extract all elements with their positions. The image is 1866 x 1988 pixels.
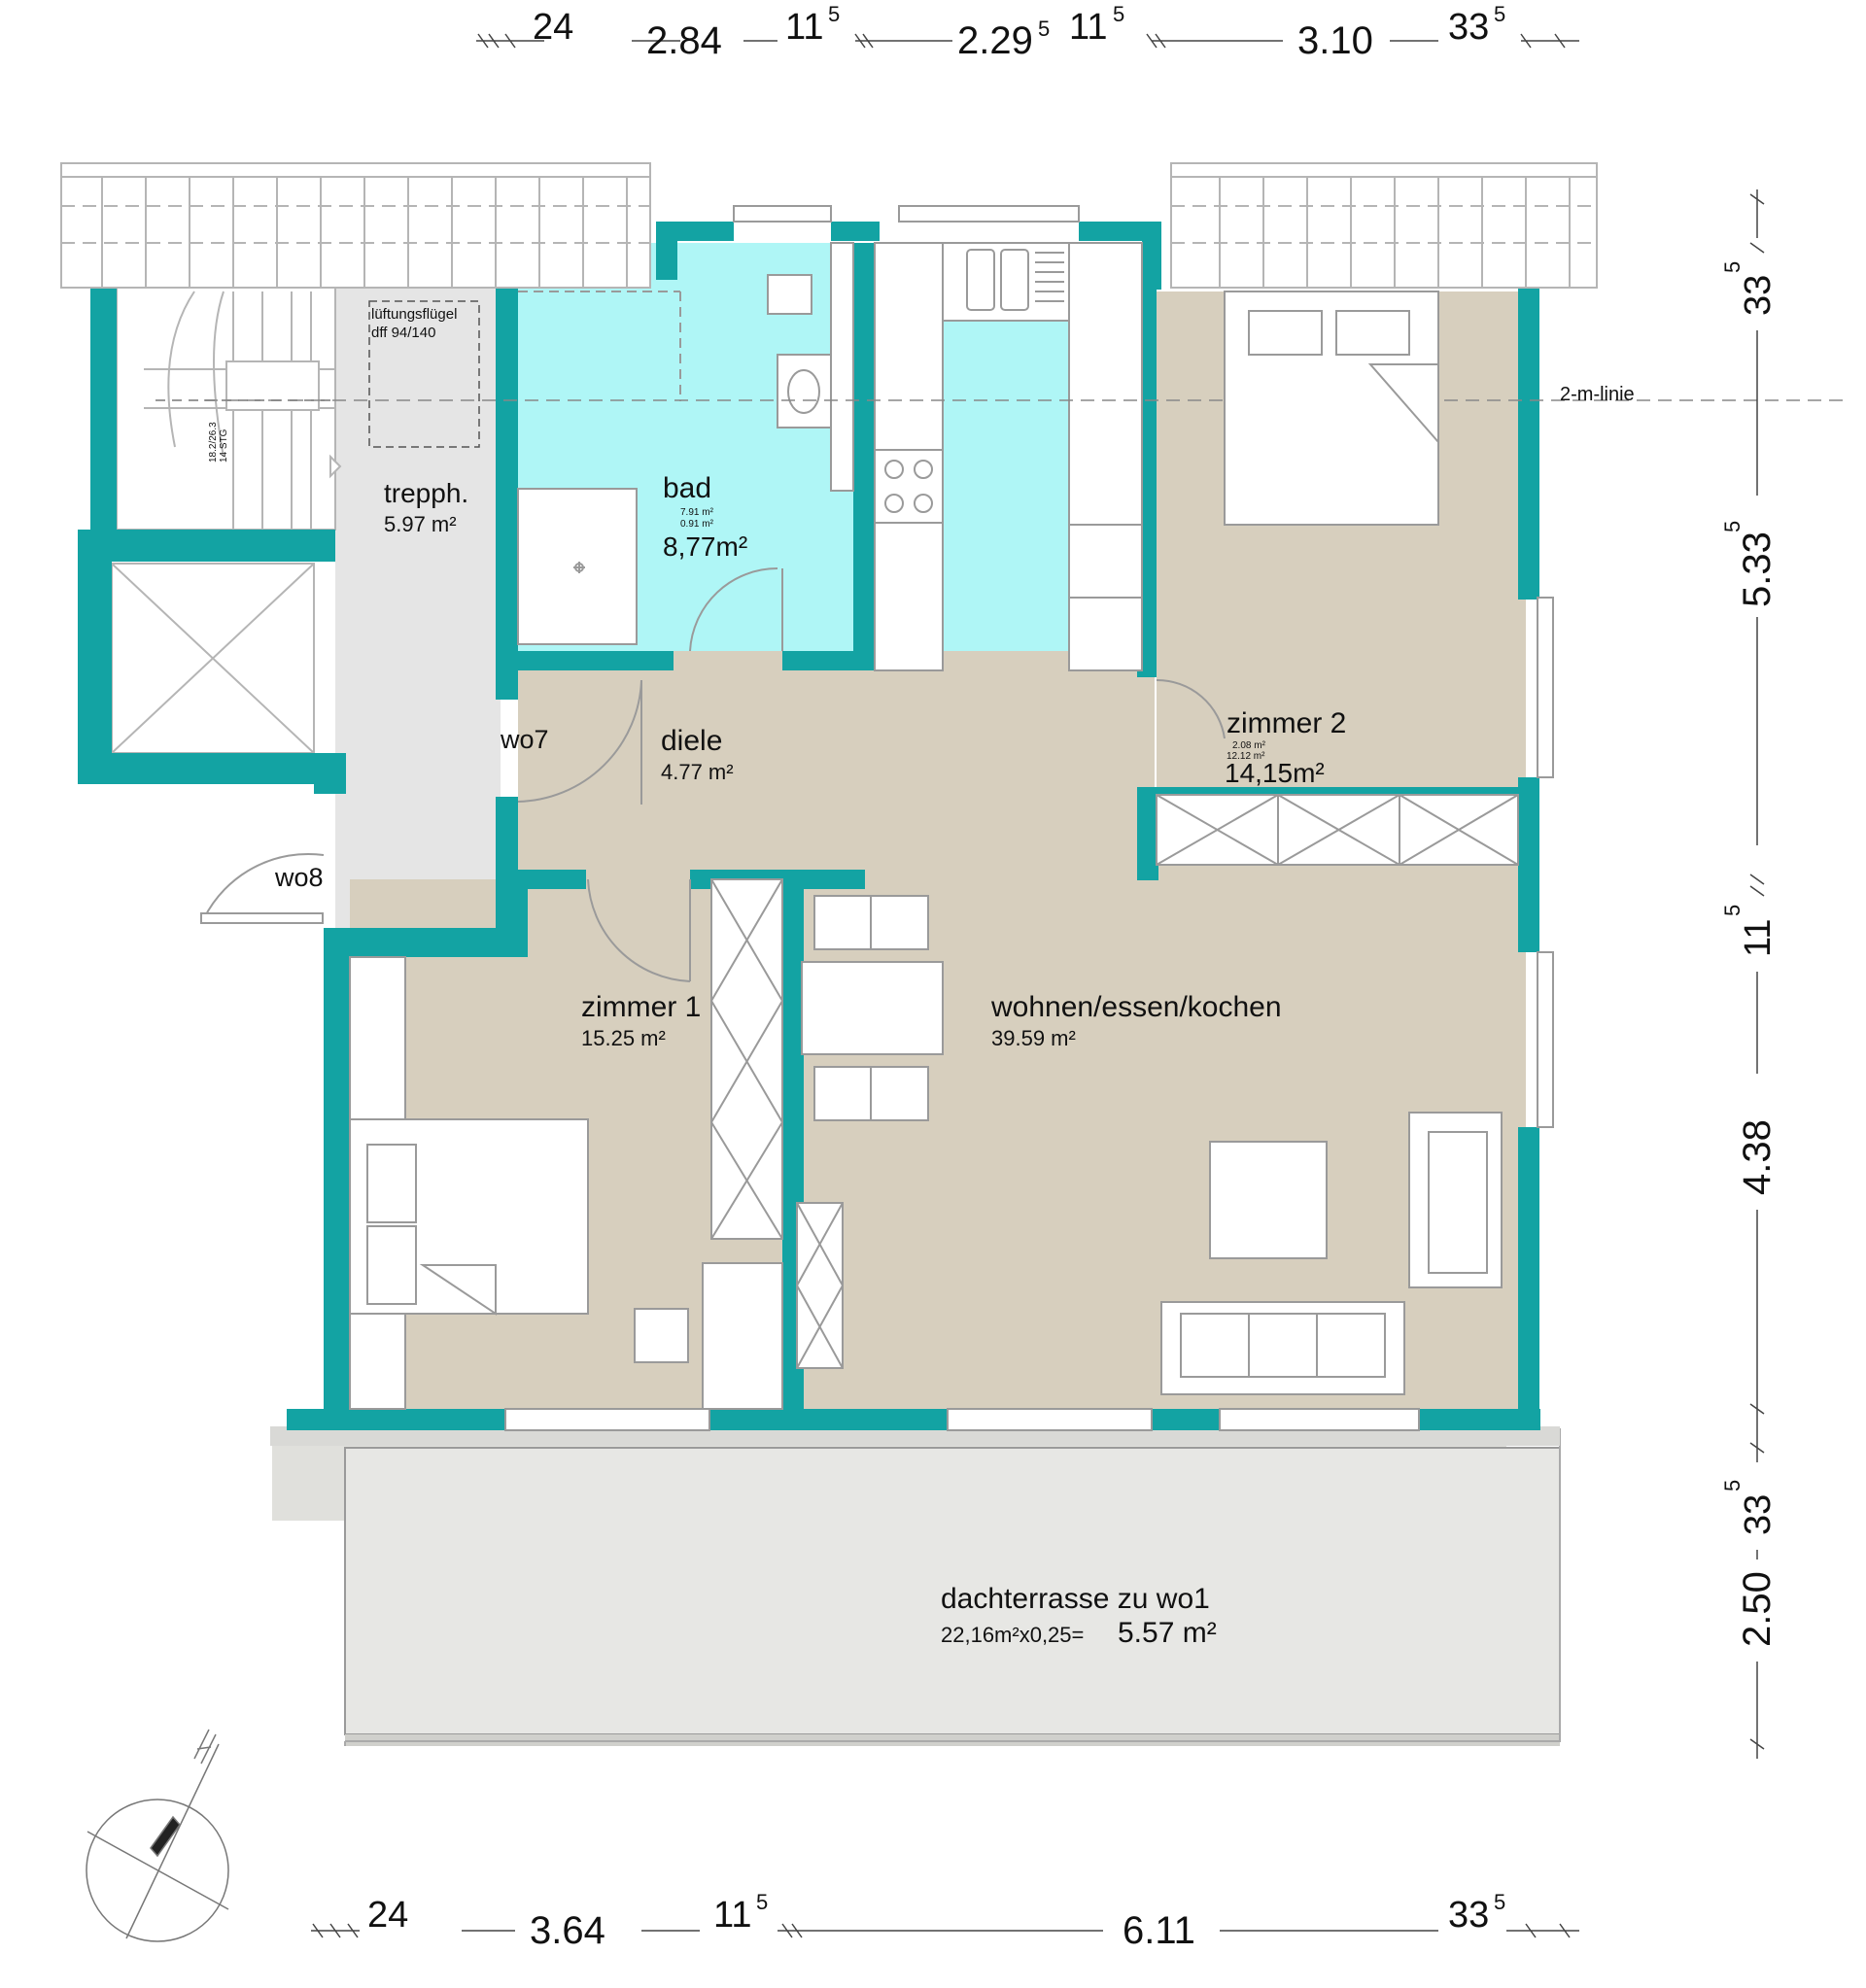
dim-top-9: 3.10 xyxy=(1297,19,1373,62)
dim-right-5: 11 xyxy=(1738,919,1779,957)
kitchen-floor xyxy=(943,321,1069,670)
sink-icon xyxy=(777,354,832,428)
shaft xyxy=(111,563,315,754)
stairhall-floor xyxy=(335,289,501,930)
room-bad-sub1: 7.91 m² xyxy=(680,507,714,518)
terrace-formula: 22,16m²x0,25= xyxy=(941,1623,1084,1647)
room-wohnen-name: wohnen/essen/kochen xyxy=(990,991,1282,1023)
room-diele-name: diele xyxy=(661,725,722,757)
room-bad-sub2: 0.91 m² xyxy=(680,519,714,530)
dim-top-6: 5 xyxy=(1038,17,1050,41)
cooktop-icon xyxy=(874,449,944,524)
dim-top-10: 33 xyxy=(1448,7,1489,48)
roof-overhang-right xyxy=(1170,162,1598,289)
dining-table xyxy=(801,961,944,1055)
terrace-name: dachterrasse zu wo1 xyxy=(941,1583,1210,1615)
staircase xyxy=(116,281,342,531)
dim-top-7: 11 xyxy=(1069,7,1107,48)
dim-bottom-7: 5 xyxy=(1494,1890,1505,1914)
vent-label-2: dff 94/140 xyxy=(371,325,435,341)
dim-right-9: 5 xyxy=(1720,1480,1745,1491)
room-zimmer2-sub2: 12.12 m² xyxy=(1227,751,1265,762)
dim-right-1: 33 xyxy=(1738,275,1779,316)
dim-bottom-1: 24 xyxy=(367,1895,408,1936)
dim-right-4: 5 xyxy=(1720,521,1745,532)
room-zimmer1-area: 15.25 m² xyxy=(581,1026,666,1050)
room-bad-name: bad xyxy=(663,472,711,504)
stair-label-2: 14 STG xyxy=(219,428,229,463)
dim-top-11: 5 xyxy=(1494,2,1505,26)
roof-overhang-left xyxy=(60,162,651,289)
dim-top-8: 5 xyxy=(1113,2,1124,26)
roof-terrace xyxy=(270,1426,1561,1746)
living-furniture xyxy=(796,895,1503,1395)
dim-bottom-2: 3.64 xyxy=(530,1909,605,1952)
room-zimmer2-name: zimmer 2 xyxy=(1227,707,1346,739)
dim-right-2: 5 xyxy=(1720,261,1745,273)
dim-right-3: 5.33 xyxy=(1736,531,1779,607)
dim-top-2: 2.84 xyxy=(646,19,722,62)
room-zimmer2-area: 14,15m² xyxy=(1225,758,1325,788)
windows xyxy=(504,205,1554,1431)
room1-furniture xyxy=(349,878,783,1410)
door-wo7-label: wo7 xyxy=(500,725,549,754)
dim-bottom-6: 33 xyxy=(1448,1895,1489,1936)
dim-right-7: 4.38 xyxy=(1736,1119,1779,1195)
dim-top-1: 24 xyxy=(533,7,573,48)
kitchen-fixtures xyxy=(874,242,1143,671)
dim-bottom-5: 6.11 xyxy=(1123,1909,1195,1952)
room-wohnen-area: 39.59 m² xyxy=(991,1026,1076,1050)
dim-right-8: 33 xyxy=(1738,1494,1779,1535)
stair-label-1: 18.2/26.3 xyxy=(208,422,219,463)
dim-bottom-4: 5 xyxy=(756,1890,768,1914)
vent-label-1: lüftungsflügel xyxy=(371,306,457,323)
toilet-icon xyxy=(767,274,812,315)
room-zimmer2-sub1: 2.08 m² xyxy=(1232,740,1266,751)
doors xyxy=(200,679,691,982)
room2-furniture xyxy=(1156,291,1519,866)
north-arrow-icon xyxy=(86,1729,229,1942)
two-m-line-label: 2-m-linie xyxy=(1560,384,1635,405)
terrace-area: 5.57 m² xyxy=(1118,1617,1217,1649)
bath-fixtures xyxy=(517,242,854,652)
vent-window-outline xyxy=(368,300,480,448)
dim-right-6: 5 xyxy=(1720,905,1745,916)
room-trepph-area: 5.97 m² xyxy=(384,512,457,536)
hall-floor xyxy=(518,651,1155,880)
dim-top-3: 11 xyxy=(785,7,823,48)
room-zimmer1-name: zimmer 1 xyxy=(581,991,701,1023)
dimension-lines xyxy=(311,33,1765,1938)
coffee-table xyxy=(1209,1141,1328,1259)
room-trepph-name: trepph. xyxy=(384,478,468,508)
door-wo8-label: wo8 xyxy=(274,863,324,892)
dim-top-4: 5 xyxy=(828,2,840,26)
dim-right-10: 2.50 xyxy=(1736,1571,1779,1647)
dim-bottom-3: 11 xyxy=(713,1895,751,1936)
room-bad-area: 8,77m² xyxy=(663,531,747,562)
dim-top-5: 2.29 xyxy=(957,19,1033,62)
room-diele-area: 4.77 m² xyxy=(661,760,734,784)
